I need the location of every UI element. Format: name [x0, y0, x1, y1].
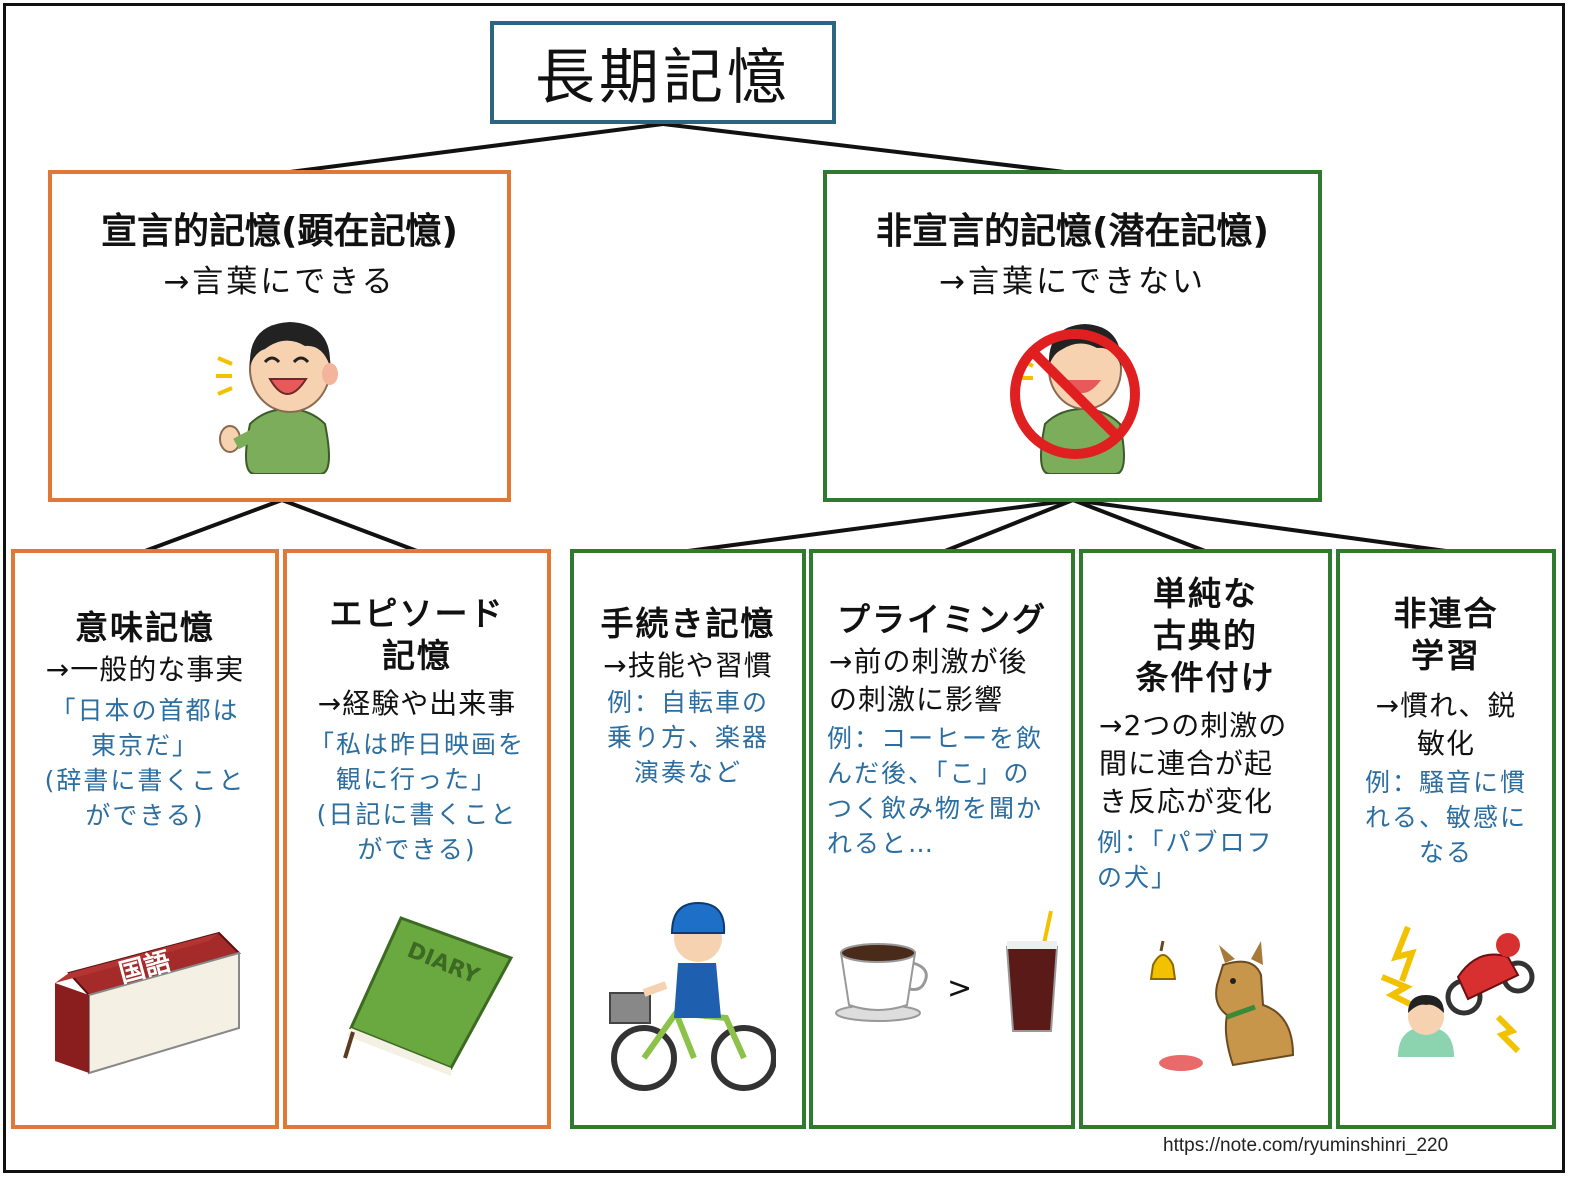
- prohibited-speaking-boy-illustration: [1010, 324, 1140, 474]
- episodic-desc: →経験や出来事: [317, 687, 517, 720]
- declarative-box: 宣言的記憶(顕在記憶) →言葉にできる: [48, 170, 511, 502]
- diary-illustration: DIARY: [343, 916, 514, 1076]
- semantic-example: 「日本の首都は 東京だ」 (辞書に書くこと ができる): [44, 696, 246, 830]
- priming-title: プライミング: [837, 600, 1047, 639]
- priming-example: 例：コーヒーを飲 んだ後、「こ」の つく飲み物を聞か れると…: [827, 724, 1044, 858]
- declarative-subtitle: →言葉にできる: [163, 264, 396, 300]
- procedural-title: 手続き記憶: [600, 604, 776, 643]
- nonassociative-desc: →慣れ、鋭 敏化: [1375, 689, 1517, 760]
- nondeclarative-box: 非宣言的記憶(潜在記憶) →言葉にできない: [823, 170, 1322, 502]
- outer-frame: [3, 3, 1565, 1173]
- nonassociative-title: 非連合 学習: [1393, 594, 1499, 675]
- semantic-memory-box: 意味記憶 →一般的な事実 「日本の首都は 東京だ」 (辞書に書くこと ができる)…: [11, 549, 279, 1129]
- conditioning-desc: →2つの刺激の 間に連合が起 き反応が変化: [1099, 709, 1288, 818]
- semantic-desc: →一般的な事実: [45, 653, 245, 686]
- episodic-title: エピソード 記憶: [329, 594, 505, 675]
- nondeclarative-title: 非宣言的記憶(潜在記憶): [876, 211, 1269, 252]
- priming-box: プライミング →前の刺激が後 の刺激に影響 例：コーヒーを飲 んだ後、「こ」の …: [809, 549, 1075, 1129]
- dog-bell-illustration: [1149, 940, 1295, 1071]
- classical-conditioning-box: 単純な 古典的 条件付け →2つの刺激の 間に連合が起 き反応が変化 例：「パブ…: [1079, 549, 1332, 1129]
- speaking-boy-illustration: [216, 322, 338, 474]
- source-url: https://note.com/ryuminshinri_220: [1163, 1135, 1449, 1156]
- nonassociative-example: 例：騒音に慣 れる、敏感に なる: [1364, 768, 1527, 867]
- semantic-title: 意味記憶: [75, 608, 215, 647]
- procedural-desc: →技能や習慣: [603, 649, 773, 682]
- procedural-memory-box: 手続き記憶 →技能や習慣 例：自転車の 乗り方、楽器 演奏など: [570, 549, 806, 1129]
- root-title: 長期記憶: [535, 43, 791, 113]
- episodic-example: 「私は昨日映画を 観に行った」 (日記に書くこと ができる): [308, 730, 525, 864]
- nondeclarative-subtitle: →言葉にできない: [939, 264, 1206, 300]
- cola-glass-illustration: [1005, 910, 1059, 1032]
- priming-desc: →前の刺激が後 の刺激に影響: [829, 645, 1028, 716]
- conditioning-example: 例：「パブロフ の犬」: [1097, 828, 1274, 892]
- coffee-cup-illustration: [835, 943, 928, 1022]
- noise-motorcycle-illustration: [1380, 925, 1535, 1057]
- episodic-memory-box: エピソード 記憶 →経験や出来事 「私は昨日映画を 観に行った」 (日記に書くこ…: [283, 549, 551, 1129]
- declarative-title: 宣言的記憶(顕在記憶): [101, 211, 458, 252]
- priming-comparison-symbol: >: [947, 971, 973, 1006]
- dictionary-illustration: 国語: [55, 931, 241, 1075]
- root-box: 長期記憶: [490, 21, 836, 124]
- conditioning-title: 単純な 古典的 条件付け: [1135, 574, 1276, 697]
- procedural-example: 例：自転車の 乗り方、楽器 演奏など: [606, 688, 769, 787]
- nonassociative-learning-box: 非連合 学習 →慣れ、鋭 敏化 例：騒音に慣 れる、敏感に なる: [1336, 549, 1556, 1129]
- bicycle-child-illustration: [609, 901, 776, 1091]
